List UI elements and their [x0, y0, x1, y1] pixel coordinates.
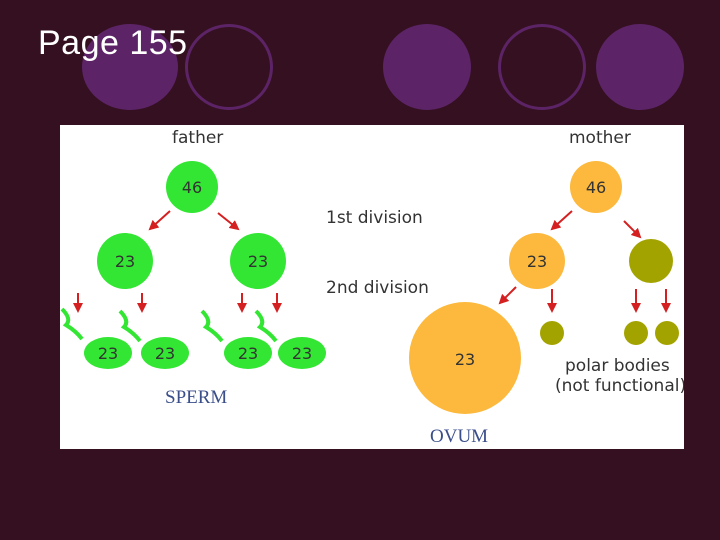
arrow-father-left [148, 210, 171, 231]
secondary-oocyte-cell [509, 233, 565, 289]
father-label: father [172, 128, 223, 148]
first-division-label: 1st division [326, 208, 423, 228]
polar-body-3 [655, 321, 679, 345]
sperm-cell-3: 23 [200, 309, 272, 369]
second-division-label: 2nd division [326, 278, 429, 298]
father-cell-number: 46 [182, 178, 202, 197]
sperm-cell-4: 23 [254, 309, 326, 369]
father-daughter-cell-1 [97, 233, 153, 289]
arrow-mother-left [550, 210, 573, 231]
ovum-cell-number: 23 [455, 350, 475, 369]
decor-circle-filled-3 [596, 24, 684, 110]
slide-title: Page 155 [38, 24, 188, 62]
polar-bodies-label-line2: (not functional) [555, 376, 684, 396]
meiosis-diagram: father 46 23 23 23 23 23 [60, 125, 684, 449]
sperm-cell-2-number: 23 [155, 344, 175, 363]
polar-bodies-label-line1: polar bodies [565, 356, 670, 376]
sperm-cell-3-number: 23 [238, 344, 258, 363]
sperm-cell-4-number: 23 [292, 344, 312, 363]
ovum-label: OVUM [430, 426, 488, 447]
sperm-label: SPERM [165, 387, 227, 408]
arrow-father-right [217, 212, 240, 231]
meiosis-diagram-svg: father 46 23 23 23 23 23 [60, 128, 684, 447]
sperm-cell-1: 23 [60, 307, 132, 369]
sperm-cell-2: 23 [118, 309, 189, 369]
arrow-to-ovum [498, 286, 517, 305]
decor-circle-ring-1 [185, 24, 273, 110]
arrow-mother-right [623, 220, 642, 239]
father-daughter-cell-2-number: 23 [248, 252, 268, 271]
mother-label: mother [569, 128, 631, 148]
sperm-cell-1-number: 23 [98, 344, 118, 363]
secondary-oocyte-number: 23 [527, 252, 547, 271]
decor-circle-filled-1 [82, 24, 178, 110]
father-daughter-cell-1-number: 23 [115, 252, 135, 271]
mother-cell [570, 161, 622, 213]
decor-circle-filled-2 [383, 24, 471, 110]
father-cell [166, 161, 218, 213]
decor-circle-ring-2 [498, 24, 586, 110]
first-polar-body [629, 239, 673, 283]
ovum-cell [409, 302, 521, 414]
polar-body-2 [624, 321, 648, 345]
father-daughter-cell-2 [230, 233, 286, 289]
polar-body-1 [540, 321, 564, 345]
mother-cell-number: 46 [586, 178, 606, 197]
